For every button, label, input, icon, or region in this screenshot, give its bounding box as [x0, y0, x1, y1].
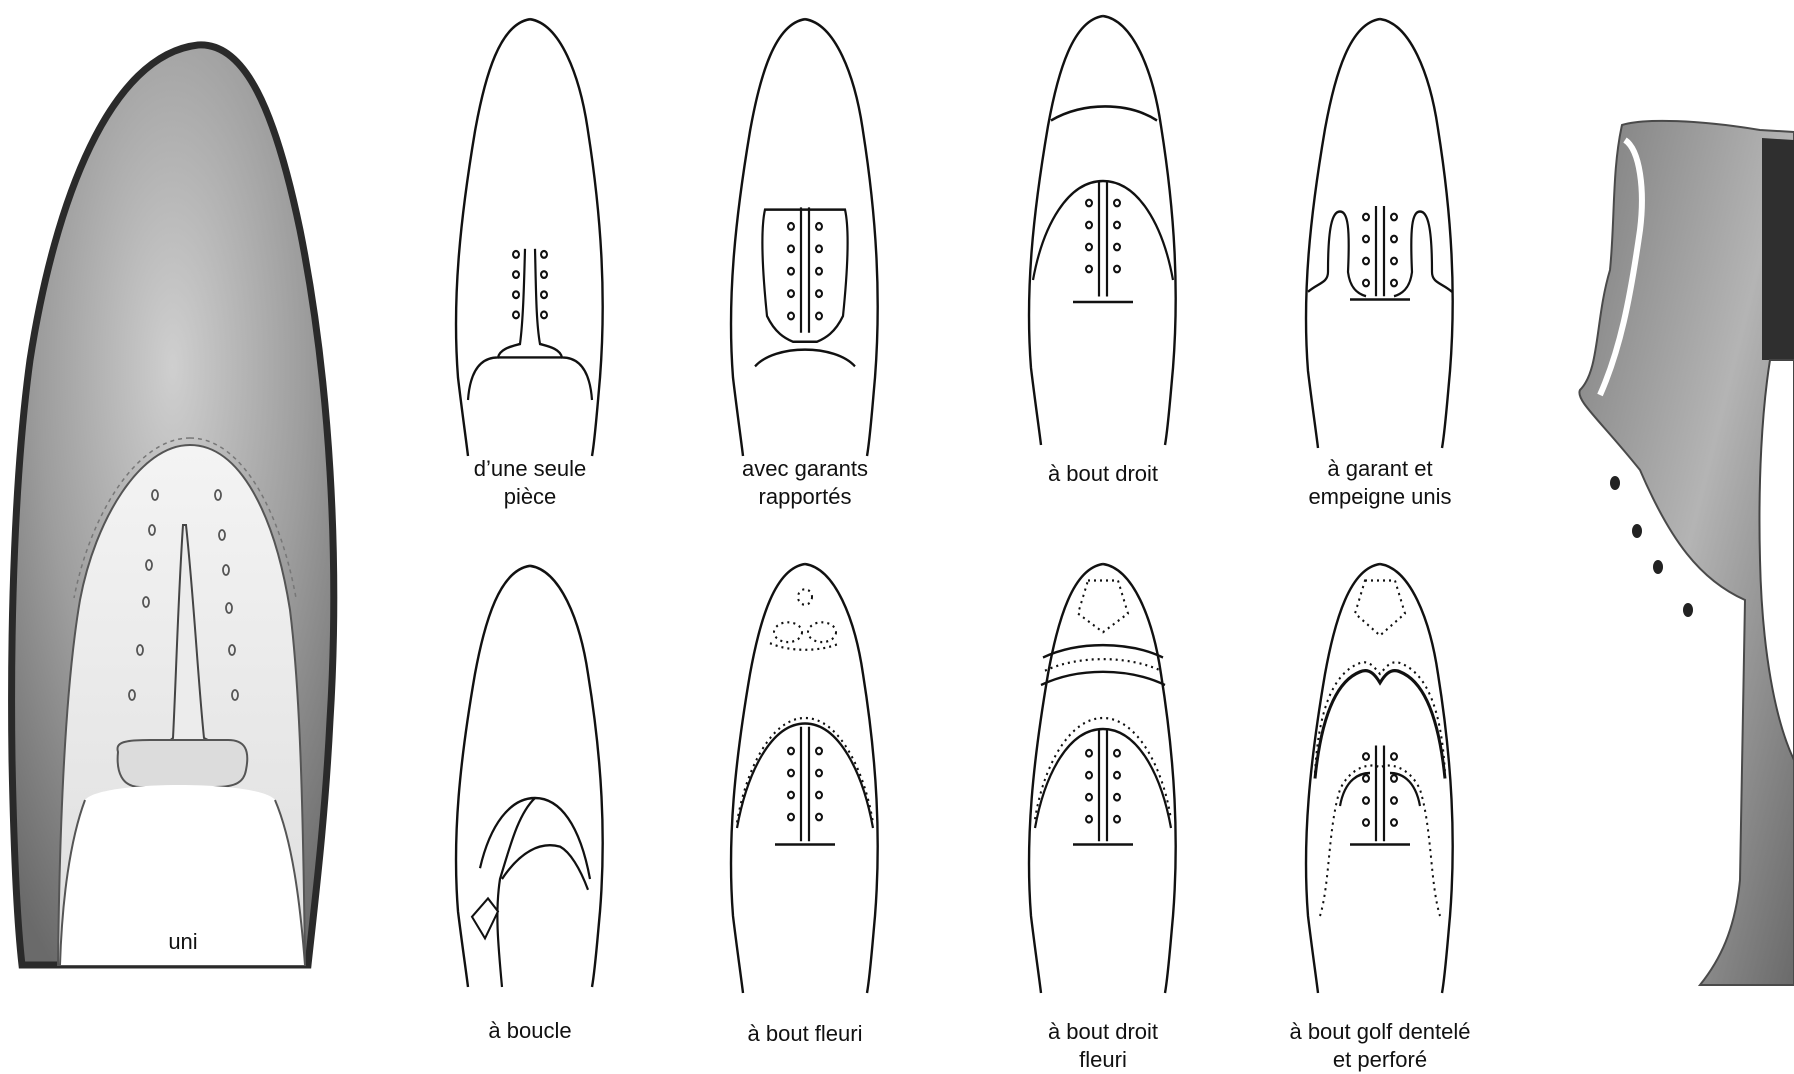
caption-bout-fleuri: à bout fleuri: [710, 1020, 900, 1048]
shoe-garant-empeigne-unis: [1306, 19, 1453, 448]
shoe-uni: [12, 45, 334, 965]
caption-seule-piece: d’une seule pièce: [435, 455, 625, 511]
shoe-garants-rapportes: [731, 19, 878, 456]
shoe-seule-piece: [456, 19, 603, 456]
caption-uni: uni: [88, 928, 278, 956]
caption-bout-droit-fleuri: à bout droit fleuri: [1008, 1018, 1198, 1074]
caption-boucle: à boucle: [435, 1017, 625, 1045]
shoe-side-view: [1579, 121, 1794, 985]
caption-garant-empeigne-unis: à garant et empeigne unis: [1285, 455, 1475, 511]
shoe-bout-droit-fleuri: [1029, 564, 1176, 993]
shoe-bout-fleuri: [731, 564, 878, 993]
caption-garants-rapportes: avec garants rapportés: [710, 455, 900, 511]
shoe-boucle: [456, 566, 603, 987]
shoe-bout-golf: [1306, 564, 1453, 993]
caption-bout-golf: à bout golf dentelé et perforé: [1260, 1018, 1500, 1074]
caption-bout-droit: à bout droit: [1008, 460, 1198, 488]
shoe-bout-droit: [1029, 16, 1176, 445]
